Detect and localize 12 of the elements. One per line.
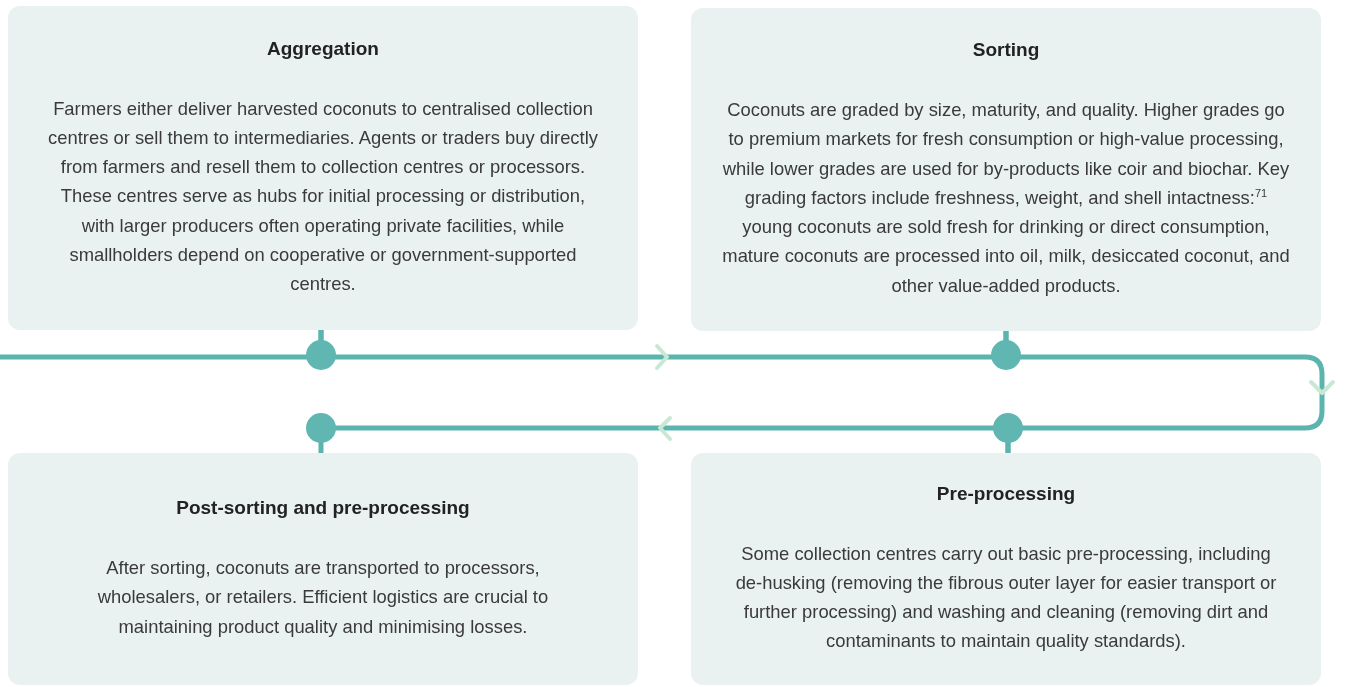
card-heading: Post-sorting and pre-processing <box>176 497 470 520</box>
process-card <box>8 6 638 330</box>
process-card <box>8 453 638 685</box>
card-heading: Sorting <box>972 39 1040 62</box>
card-description: After sorting, coconuts are transported to processors, wholesalers, or retailers. Efficient logistics are crucial to maintaining product quality and minimising losses. <box>96 556 550 639</box>
card-heading: Aggregation <box>267 37 379 60</box>
process-card <box>691 453 1321 685</box>
card-description: Farmers either deliver harvested coconuts to centralised collection centres or sell them to intermediaries. Agents or traders buy directly from farmers and resell them to collection centres or processors. These centres serve as hubs for initial processing or distribution, with larger producers often operating private facilities, while smallholders depend on cooperative or government-supported centres. <box>48 96 598 296</box>
process-card <box>691 8 1321 331</box>
card-description: Some collection centres carry out basic pre-processing, including de-husking (removing the fibrous outer layer for easier transport or further processing) and washing and cleaning (removing dirt and contaminants to maintain quality standards). <box>734 541 1278 654</box>
card-heading: Pre-processing <box>936 482 1076 505</box>
card-description: Coconuts are graded by size, maturity, and quality. Higher grades go to premium markets for fresh consumption or high-value processing, while lower grades are used for by-products like coir and biochar. Key grading factors include freshness, weight, and shell intactness:$^{71}$ young coconuts are sold fresh for drinking or direct consumption, mature coconuts are processed into oil, milk, desiccated coconut, and other value-added products. <box>721 98 1291 298</box>
